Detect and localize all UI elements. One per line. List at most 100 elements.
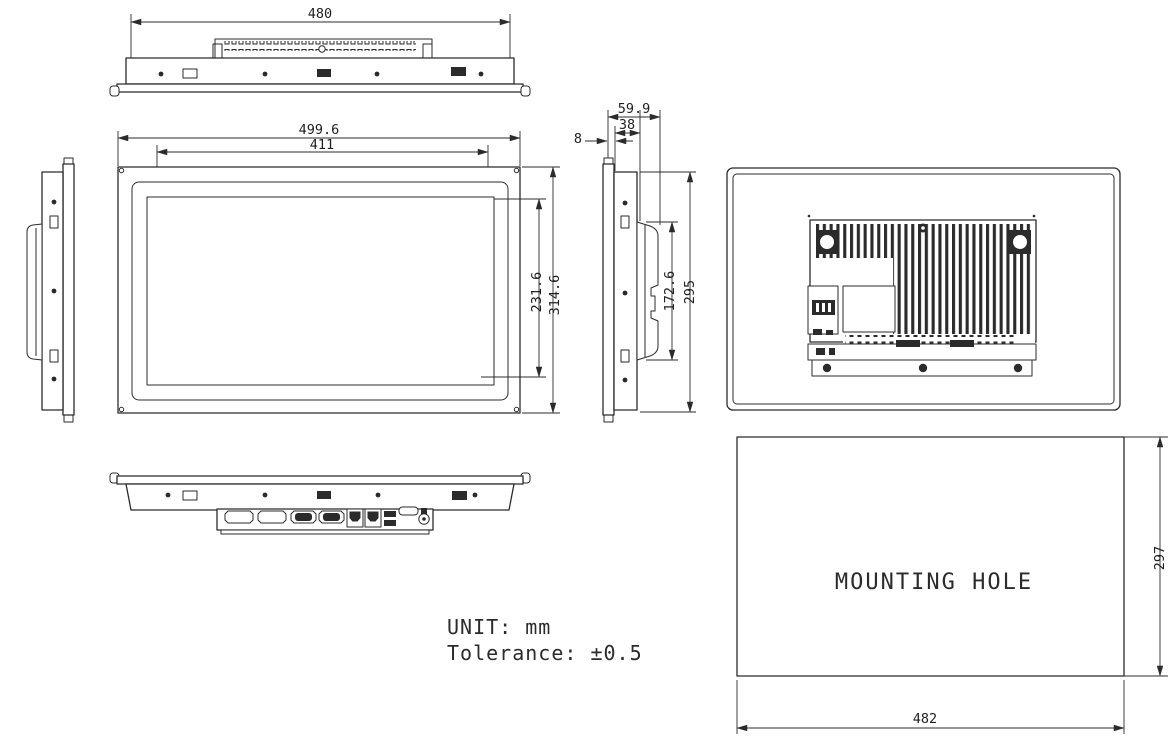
bezel-edge xyxy=(602,163,615,416)
rear-box-profile xyxy=(636,221,659,361)
mount-height-dimension: 297 xyxy=(1124,436,1168,677)
rear-height-dimension: 172.6 xyxy=(646,221,678,361)
base-screw xyxy=(822,363,832,373)
mounting-hole-label: MOUNTING HOLE xyxy=(835,570,1033,595)
rear-screw-left xyxy=(819,234,835,250)
dim-front-outer-width-label: 499.6 xyxy=(299,122,340,138)
depth-dimensions: 59.9 38 8 xyxy=(574,101,661,225)
serial-port-1 xyxy=(224,510,254,524)
rear-box-profile xyxy=(26,223,43,361)
top-width-dimension: 480 xyxy=(130,6,511,58)
dim-mount-width-label: 482 xyxy=(913,711,937,727)
screw-hole xyxy=(165,492,171,498)
side-view-right: 59.9 38 8 172.6 295 xyxy=(574,101,698,423)
dim-body-height-label: 295 xyxy=(682,280,698,304)
foot-mark xyxy=(950,340,974,347)
dim-bezel-label: 8 xyxy=(574,131,582,147)
screw-hole xyxy=(622,200,628,206)
top-view: 480 xyxy=(109,6,531,97)
top-tab-left xyxy=(109,85,120,97)
corner-mark xyxy=(513,406,520,413)
corner-mark xyxy=(513,167,520,174)
top-slot-center xyxy=(317,69,331,77)
top-tab-right xyxy=(520,85,531,97)
foot-mark xyxy=(896,340,920,347)
lower-rail xyxy=(807,343,1037,361)
screw-hole xyxy=(262,492,268,498)
corner-mark xyxy=(118,167,125,174)
base-screw xyxy=(918,363,928,373)
front-screen xyxy=(146,196,495,386)
top-front-flange xyxy=(116,83,524,93)
io-panel xyxy=(216,506,434,535)
front-outer-width-dimension: 499.6 xyxy=(117,122,521,166)
rear-label xyxy=(842,285,896,333)
dim-mount-height-label: 297 xyxy=(1152,546,1168,570)
rear-screw-top-center xyxy=(921,226,925,230)
connector-mark xyxy=(826,330,833,335)
screw-hole xyxy=(51,199,57,205)
side-slot xyxy=(49,215,59,229)
dim-rear-height-label: 172.6 xyxy=(662,271,678,312)
rear-view xyxy=(726,167,1121,411)
screw-hole xyxy=(472,492,478,498)
dim-front-display-width-label: 411 xyxy=(310,137,334,153)
dim-top-width-label: 480 xyxy=(308,6,332,22)
bottom-slot-left xyxy=(182,490,198,501)
dim-rear-depth-label: 38 xyxy=(619,117,635,133)
io-panel-lip xyxy=(220,529,430,535)
connector-mark xyxy=(813,329,822,335)
top-body xyxy=(109,57,531,97)
corner-mark xyxy=(118,406,125,413)
front-display-height-dimension: 231.6 xyxy=(481,198,546,378)
front-view: 499.6 411 231.6 314.6 xyxy=(117,122,563,414)
rear-heatsink-unit xyxy=(807,219,1037,377)
vent-tick-row xyxy=(845,335,1015,344)
rail-mark xyxy=(816,348,825,355)
screw-hole xyxy=(622,377,628,383)
top-vent-bar xyxy=(212,38,433,59)
screw-hole xyxy=(478,71,484,77)
screw-hole xyxy=(51,288,57,294)
usb-port-2 xyxy=(384,520,396,526)
serial-port-2 xyxy=(257,510,287,524)
side-view-left xyxy=(26,157,75,423)
rear-screw-right xyxy=(1012,234,1028,250)
usb-port-1 xyxy=(384,511,396,517)
bottom-slot-center xyxy=(317,491,331,499)
front-outer-height-dimension: 314.6 xyxy=(522,166,563,414)
screw-hole xyxy=(374,71,380,77)
screw-hole xyxy=(375,492,381,498)
top-slot-right xyxy=(451,67,466,76)
screw-hole xyxy=(51,376,57,382)
tolerance-note: Tolerance: ±0.5 xyxy=(447,641,643,665)
mount-width-dimension: 482 xyxy=(736,680,1125,734)
vent-center-screw xyxy=(318,45,326,53)
body-height-dimension: 295 xyxy=(640,171,698,413)
screw-hole xyxy=(158,71,164,77)
vent-slots xyxy=(223,41,416,51)
screw-hole xyxy=(622,290,628,296)
mounting-hole-view: MOUNTING HOLE 297 482 xyxy=(736,436,1168,734)
heatsink-fins-main xyxy=(893,258,1033,338)
side-slot xyxy=(620,215,630,229)
side-slot xyxy=(620,349,630,363)
mark xyxy=(807,214,811,218)
vent-foot-right xyxy=(422,43,433,59)
bottom-view xyxy=(109,472,531,535)
unit-note: UNIT: mm xyxy=(447,615,551,639)
mounting-cutout xyxy=(736,436,1125,677)
side-slot xyxy=(49,349,59,363)
rail-mark xyxy=(829,348,835,355)
dim-front-display-height-label: 231.6 xyxy=(529,272,545,313)
switch-mark xyxy=(421,508,427,514)
dim-total-depth-label: 59.9 xyxy=(618,101,651,117)
mark xyxy=(1032,214,1036,218)
drawing-notes: UNIT: mm Tolerance: ±0.5 xyxy=(447,615,643,665)
bottom-front-flange xyxy=(116,475,524,485)
dim-front-outer-height-label: 314.6 xyxy=(547,275,563,316)
base-screw xyxy=(1013,363,1023,373)
bezel-edge xyxy=(62,163,75,416)
